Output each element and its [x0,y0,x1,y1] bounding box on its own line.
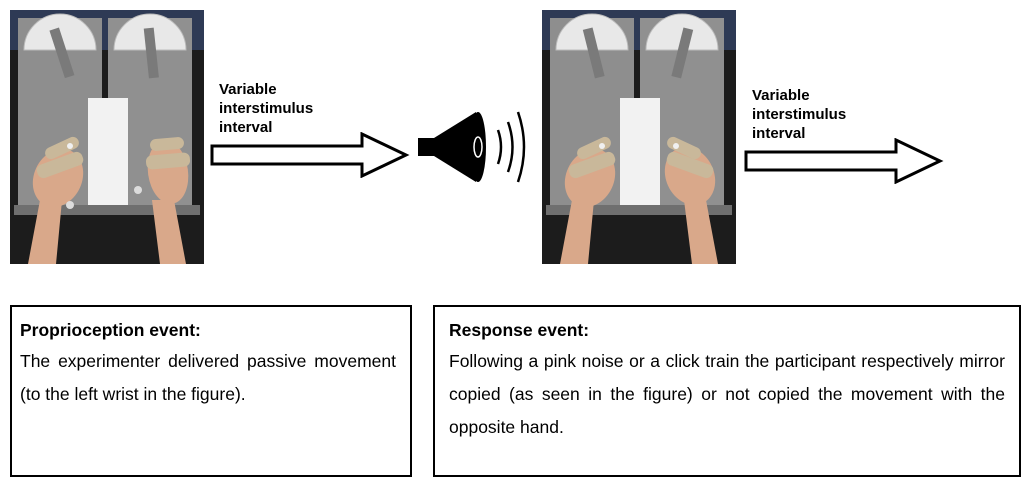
arrow-label-line: Variable [219,81,277,98]
apparatus-illustration [542,10,736,264]
hollow-right-arrow-icon [744,138,944,184]
response-event-description: Following a pink noise or a click train … [449,351,1005,437]
proprioception-event-title: Proprioception event: [20,320,201,340]
sound-waves-icon [496,111,526,183]
arrow-label-line: interval [752,125,806,142]
hollow-right-arrow-icon [210,132,410,178]
response-event-title: Response event: [449,320,590,340]
arrow-label-line: interstimulus [219,100,314,117]
arrow-label-interstimulus-2: Variable interstimulus interval [752,86,892,143]
arrow-label-line: interval [219,119,273,136]
apparatus-photo-proprioception [10,10,204,264]
proprioception-event-description: The experimenter delivered passive movem… [20,351,396,404]
arrow-label-line: Variable [752,87,810,104]
arrow-label-line: interstimulus [752,106,847,123]
apparatus-photo-response [542,10,736,264]
proprioception-event-box: Proprioception event: The experimenter d… [10,305,412,477]
response-event-box: Response event: Following a pink noise o… [433,305,1021,477]
apparatus-illustration [10,10,204,264]
speaker-icon [418,111,526,183]
arrow-label-interstimulus-1: Variable interstimulus interval [219,80,359,137]
